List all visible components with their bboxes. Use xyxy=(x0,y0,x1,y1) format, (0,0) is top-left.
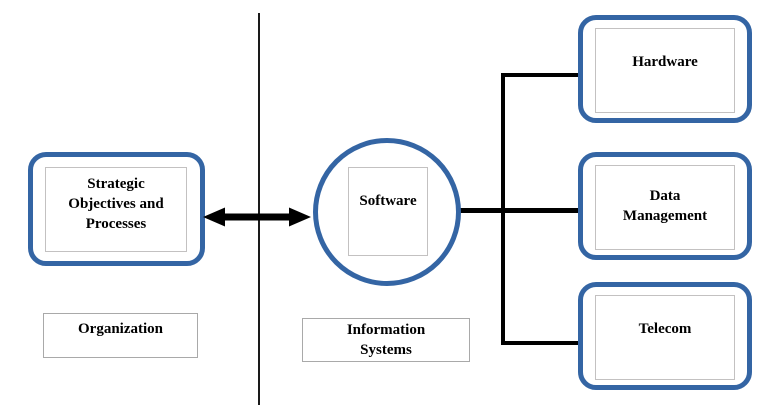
strategic-objectives-text-frame: Strategic Objectives and Processes xyxy=(45,167,187,252)
zone-divider-line xyxy=(258,13,260,405)
information-systems-label: Information Systems xyxy=(346,322,426,358)
strategic-objectives-label: Strategic Objectives and Processes xyxy=(68,175,164,232)
connector-to-telecom xyxy=(501,341,578,345)
hardware-label: Hardware xyxy=(632,53,698,70)
connector-vertical-bus xyxy=(501,73,505,345)
data-management-label: Data Management xyxy=(622,187,708,224)
software-label: Software xyxy=(359,192,417,209)
telecom-label: Telecom xyxy=(638,320,692,337)
telecom-text-frame: Telecom xyxy=(595,295,735,380)
data-management-text-frame: Data Management xyxy=(595,165,735,250)
strategic-objectives-node: Strategic Objectives and Processes xyxy=(28,152,205,266)
connector-to-hardware xyxy=(501,73,578,77)
software-circle-node: Software xyxy=(313,138,461,286)
information-systems-zone-label-box: Information Systems xyxy=(302,318,470,362)
telecom-node: Telecom xyxy=(578,282,752,390)
connector-circle-to-data-management xyxy=(458,208,578,213)
hardware-text-frame: Hardware xyxy=(595,28,735,113)
data-management-node: Data Management xyxy=(578,152,752,260)
organization-label: Organization xyxy=(78,320,163,337)
software-text-frame: Software xyxy=(348,167,428,256)
organization-zone-label-box: Organization xyxy=(43,313,198,358)
hardware-node: Hardware xyxy=(578,15,752,123)
double-arrow-icon xyxy=(203,204,311,230)
